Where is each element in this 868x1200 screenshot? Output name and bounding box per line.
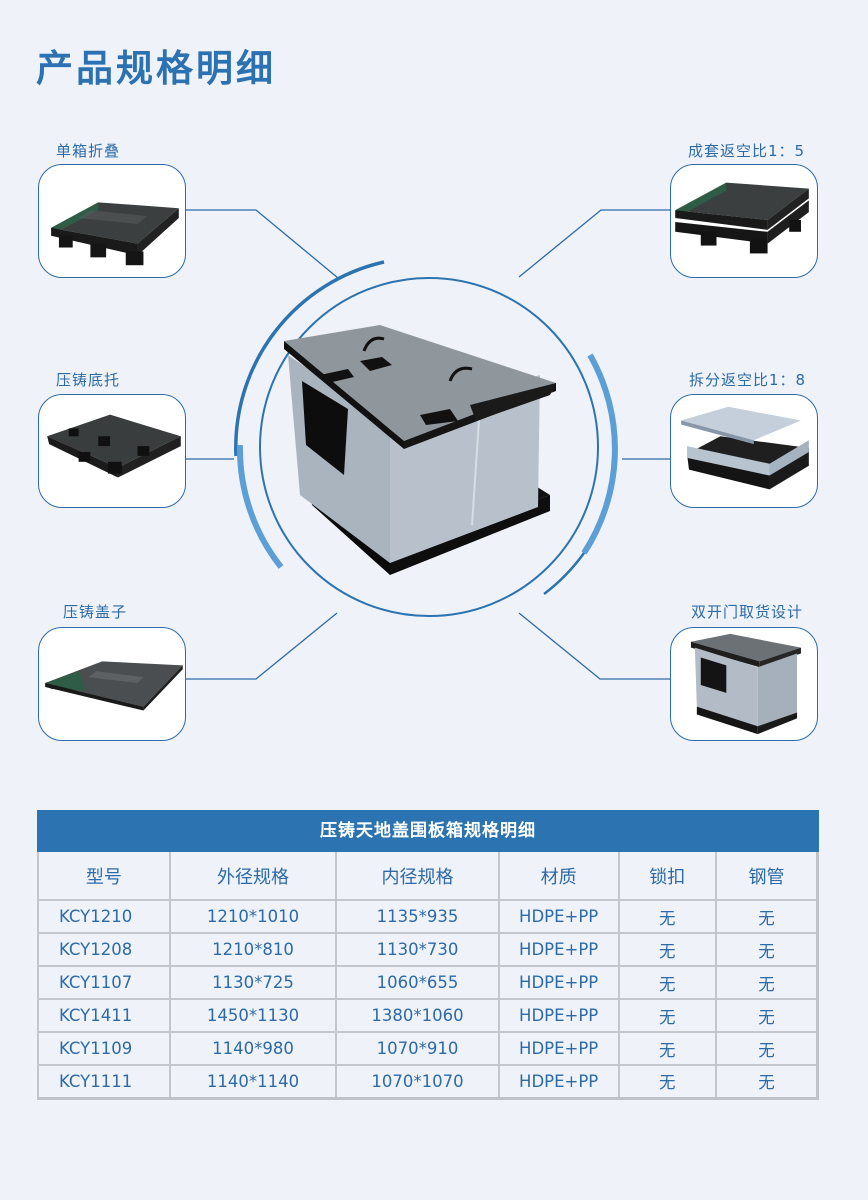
cell-material: HDPE+PP [497, 998, 620, 1033]
feature-label-die-cast-lid: 压铸盖子 [63, 603, 128, 621]
header-material: 材质 [497, 852, 620, 901]
header-inner-size: 内径规格 [335, 852, 500, 901]
cell-lock: 无 [617, 965, 718, 1000]
feature-label-split-return-ratio: 拆分返空比1：8 [689, 371, 807, 389]
cell-lock: 无 [617, 899, 718, 934]
feature-image-double-door [670, 627, 818, 741]
feature-image-set-return-ratio [670, 164, 818, 278]
stacked-pallets-icon [675, 182, 809, 254]
cell-outer-size: 1450*1130 [168, 998, 338, 1033]
cell-steel-pipe: 无 [715, 998, 819, 1033]
header-outer-size: 外径规格 [168, 852, 338, 901]
page-title: 产品规格明细 [36, 47, 276, 90]
cell-outer-size: 1210*1010 [168, 899, 338, 934]
cell-model: KCY1109 [37, 1031, 171, 1066]
cell-outer-size: 1140*980 [168, 1031, 338, 1066]
header-lock: 锁扣 [617, 852, 718, 901]
cell-material: HDPE+PP [497, 1031, 620, 1066]
table-row: KCY1109 1140*980 1070*910 HDPE+PP 无 无 [37, 1031, 819, 1066]
cell-lock: 无 [617, 932, 718, 967]
cell-steel-pipe: 无 [715, 1064, 819, 1100]
cell-lock: 无 [617, 1031, 718, 1066]
cell-lock: 无 [617, 998, 718, 1033]
feature-label-base-pallet: 压铸底托 [56, 371, 121, 389]
cell-material: HDPE+PP [497, 1064, 620, 1100]
table-row: KCY1111 1140*1140 1070*1070 HDPE+PP 无 无 [37, 1064, 819, 1100]
cell-model: KCY1107 [37, 965, 171, 1000]
cell-model: KCY1411 [37, 998, 171, 1033]
feature-label-set-return-ratio: 成套返空比1：5 [688, 142, 806, 160]
cell-material: HDPE+PP [497, 899, 620, 934]
split-box-icon [681, 406, 809, 490]
cell-outer-size: 1210*810 [168, 932, 338, 967]
cell-steel-pipe: 无 [715, 965, 819, 1000]
base-pallet-icon [47, 414, 181, 478]
sleeve-box-icon [284, 325, 556, 575]
feature-image-single-fold [38, 164, 186, 278]
table-row: KCY1411 1450*1130 1380*1060 HDPE+PP 无 无 [37, 998, 819, 1033]
cell-inner-size: 1380*1060 [335, 998, 500, 1033]
feature-label-double-door: 双开门取货设计 [691, 603, 804, 621]
cell-inner-size: 1070*1070 [335, 1064, 500, 1100]
cell-steel-pipe: 无 [715, 932, 819, 967]
spec-table: 压铸天地盖围板箱规格明细 型号 外径规格 内径规格 材质 锁扣 钢管 KCY12… [37, 810, 819, 1100]
cell-inner-size: 1130*730 [335, 932, 500, 967]
cell-material: HDPE+PP [497, 932, 620, 967]
table-row: KCY1107 1130*725 1060*655 HDPE+PP 无 无 [37, 965, 819, 1000]
cell-outer-size: 1130*725 [168, 965, 338, 1000]
pallet-icon [51, 202, 179, 266]
cell-model: KCY1210 [37, 899, 171, 934]
cell-inner-size: 1060*655 [335, 965, 500, 1000]
cell-outer-size: 1140*1140 [168, 1064, 338, 1100]
cell-inner-size: 1070*910 [335, 1031, 500, 1066]
feature-image-die-cast-lid [38, 627, 186, 741]
lid-icon [45, 661, 183, 711]
cell-steel-pipe: 无 [715, 899, 819, 934]
cell-model: KCY1208 [37, 932, 171, 967]
cell-steel-pipe: 无 [715, 1031, 819, 1066]
feature-image-split-return-ratio [670, 394, 818, 508]
cell-lock: 无 [617, 1064, 718, 1100]
double-door-box-icon [690, 633, 801, 735]
header-model: 型号 [37, 852, 171, 901]
feature-label-single-fold: 单箱折叠 [56, 142, 121, 160]
table-title: 压铸天地盖围板箱规格明细 [37, 810, 819, 852]
table-header-row: 型号 外径规格 内径规格 材质 锁扣 钢管 [37, 852, 819, 901]
center-product-image [280, 325, 580, 605]
table-row: KCY1208 1210*810 1130*730 HDPE+PP 无 无 [37, 932, 819, 967]
table-row: KCY1210 1210*1010 1135*935 HDPE+PP 无 无 [37, 899, 819, 934]
cell-inner-size: 1135*935 [335, 899, 500, 934]
feature-image-base-pallet [38, 394, 186, 508]
cell-material: HDPE+PP [497, 965, 620, 1000]
cell-model: KCY1111 [37, 1064, 171, 1100]
header-steel-pipe: 钢管 [715, 852, 819, 901]
